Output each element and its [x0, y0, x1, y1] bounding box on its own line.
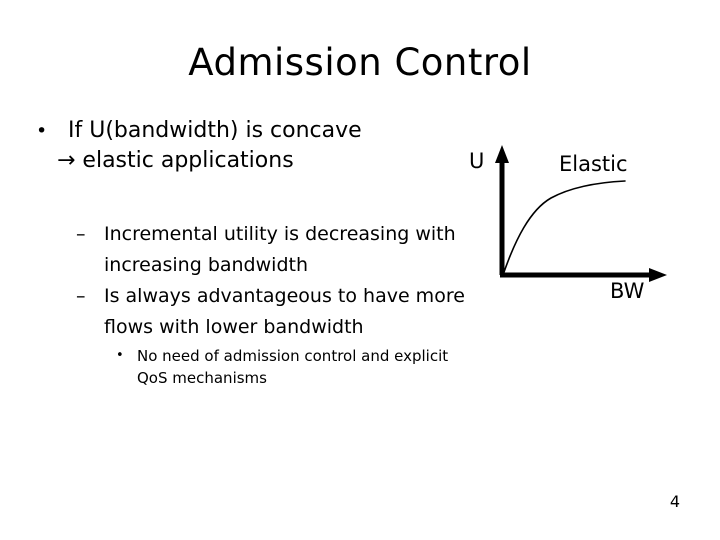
elastic-utility-curve — [502, 180, 626, 276]
y-axis-label: U — [469, 149, 485, 173]
bullet-marker-dot: • — [36, 120, 48, 142]
bullet-level1-line1: If U(bandwidth) is concave — [68, 118, 362, 143]
bullet-level1-line2: → elastic applications — [57, 148, 294, 173]
bullet-list: • If U(bandwidth) is concave → elastic a… — [36, 116, 472, 389]
bullet-marker-dash: – — [76, 285, 86, 307]
page-title: Admission Control — [188, 41, 532, 84]
curve-label-elastic: Elastic — [559, 152, 628, 176]
diagram-svg — [495, 145, 667, 282]
utility-bandwidth-diagram: U BW Elastic — [455, 140, 685, 320]
bullet-level1: • If U(bandwidth) is concave → elastic a… — [36, 116, 466, 176]
bullet-level2-text: Is always advantageous to have more flow… — [104, 285, 465, 338]
bullet-level2-text: Incremental utility is decreasing with i… — [104, 223, 456, 276]
bullet-marker-dot: • — [116, 348, 124, 363]
page-number: 4 — [669, 492, 681, 511]
bullet-level3-text: No need of admission control and explici… — [137, 347, 449, 387]
bullet-level2-more-flows: – Is always advantageous to have more fl… — [72, 281, 472, 343]
bullet-level3-no-admission-control: • No need of admission control and expli… — [112, 345, 472, 389]
y-axis-arrowhead — [495, 145, 509, 163]
bullet-marker-dash: – — [76, 223, 86, 245]
x-axis-label: BW — [610, 279, 645, 303]
bullet-level2-incremental-utility: – Incremental utility is decreasing with… — [72, 219, 472, 281]
x-axis-arrowhead — [649, 268, 667, 282]
